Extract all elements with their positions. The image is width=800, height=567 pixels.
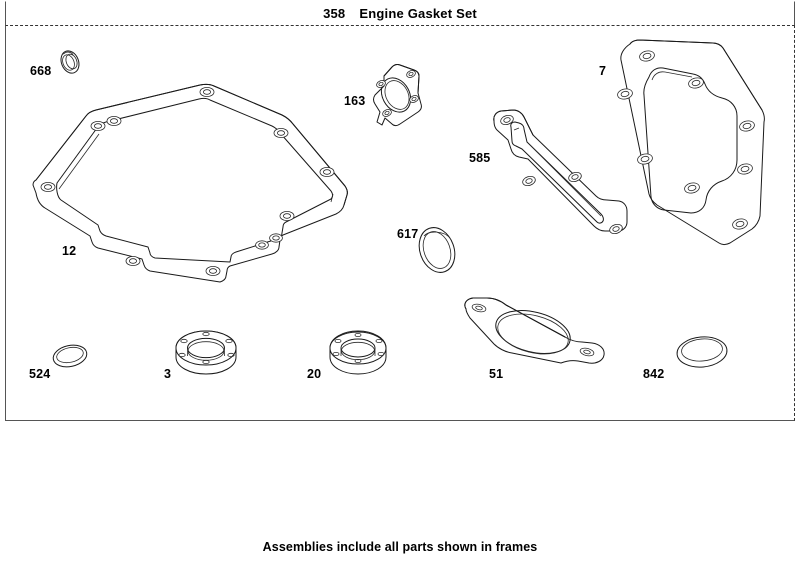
part-label-3: 3: [164, 367, 172, 381]
plate-number: 358: [323, 6, 346, 21]
plate-title-bar: 358 Engine Gasket Set: [5, 1, 795, 25]
part-label-20: 20: [307, 367, 322, 381]
page-title: Engine Gasket Set: [359, 6, 477, 21]
part-label-524: 524: [29, 367, 51, 381]
part-label-842: 842: [643, 367, 665, 381]
footer-note: Assemblies include all parts shown in fr…: [262, 540, 538, 554]
part-label-7: 7: [599, 64, 607, 78]
diagram-frame: [5, 25, 795, 421]
part-label-585: 585: [469, 151, 491, 165]
part-label-51: 51: [489, 367, 504, 381]
part-label-12: 12: [62, 244, 77, 258]
part-label-668: 668: [30, 64, 52, 78]
part-label-617: 617: [397, 227, 419, 241]
part-label-163: 163: [344, 94, 366, 108]
